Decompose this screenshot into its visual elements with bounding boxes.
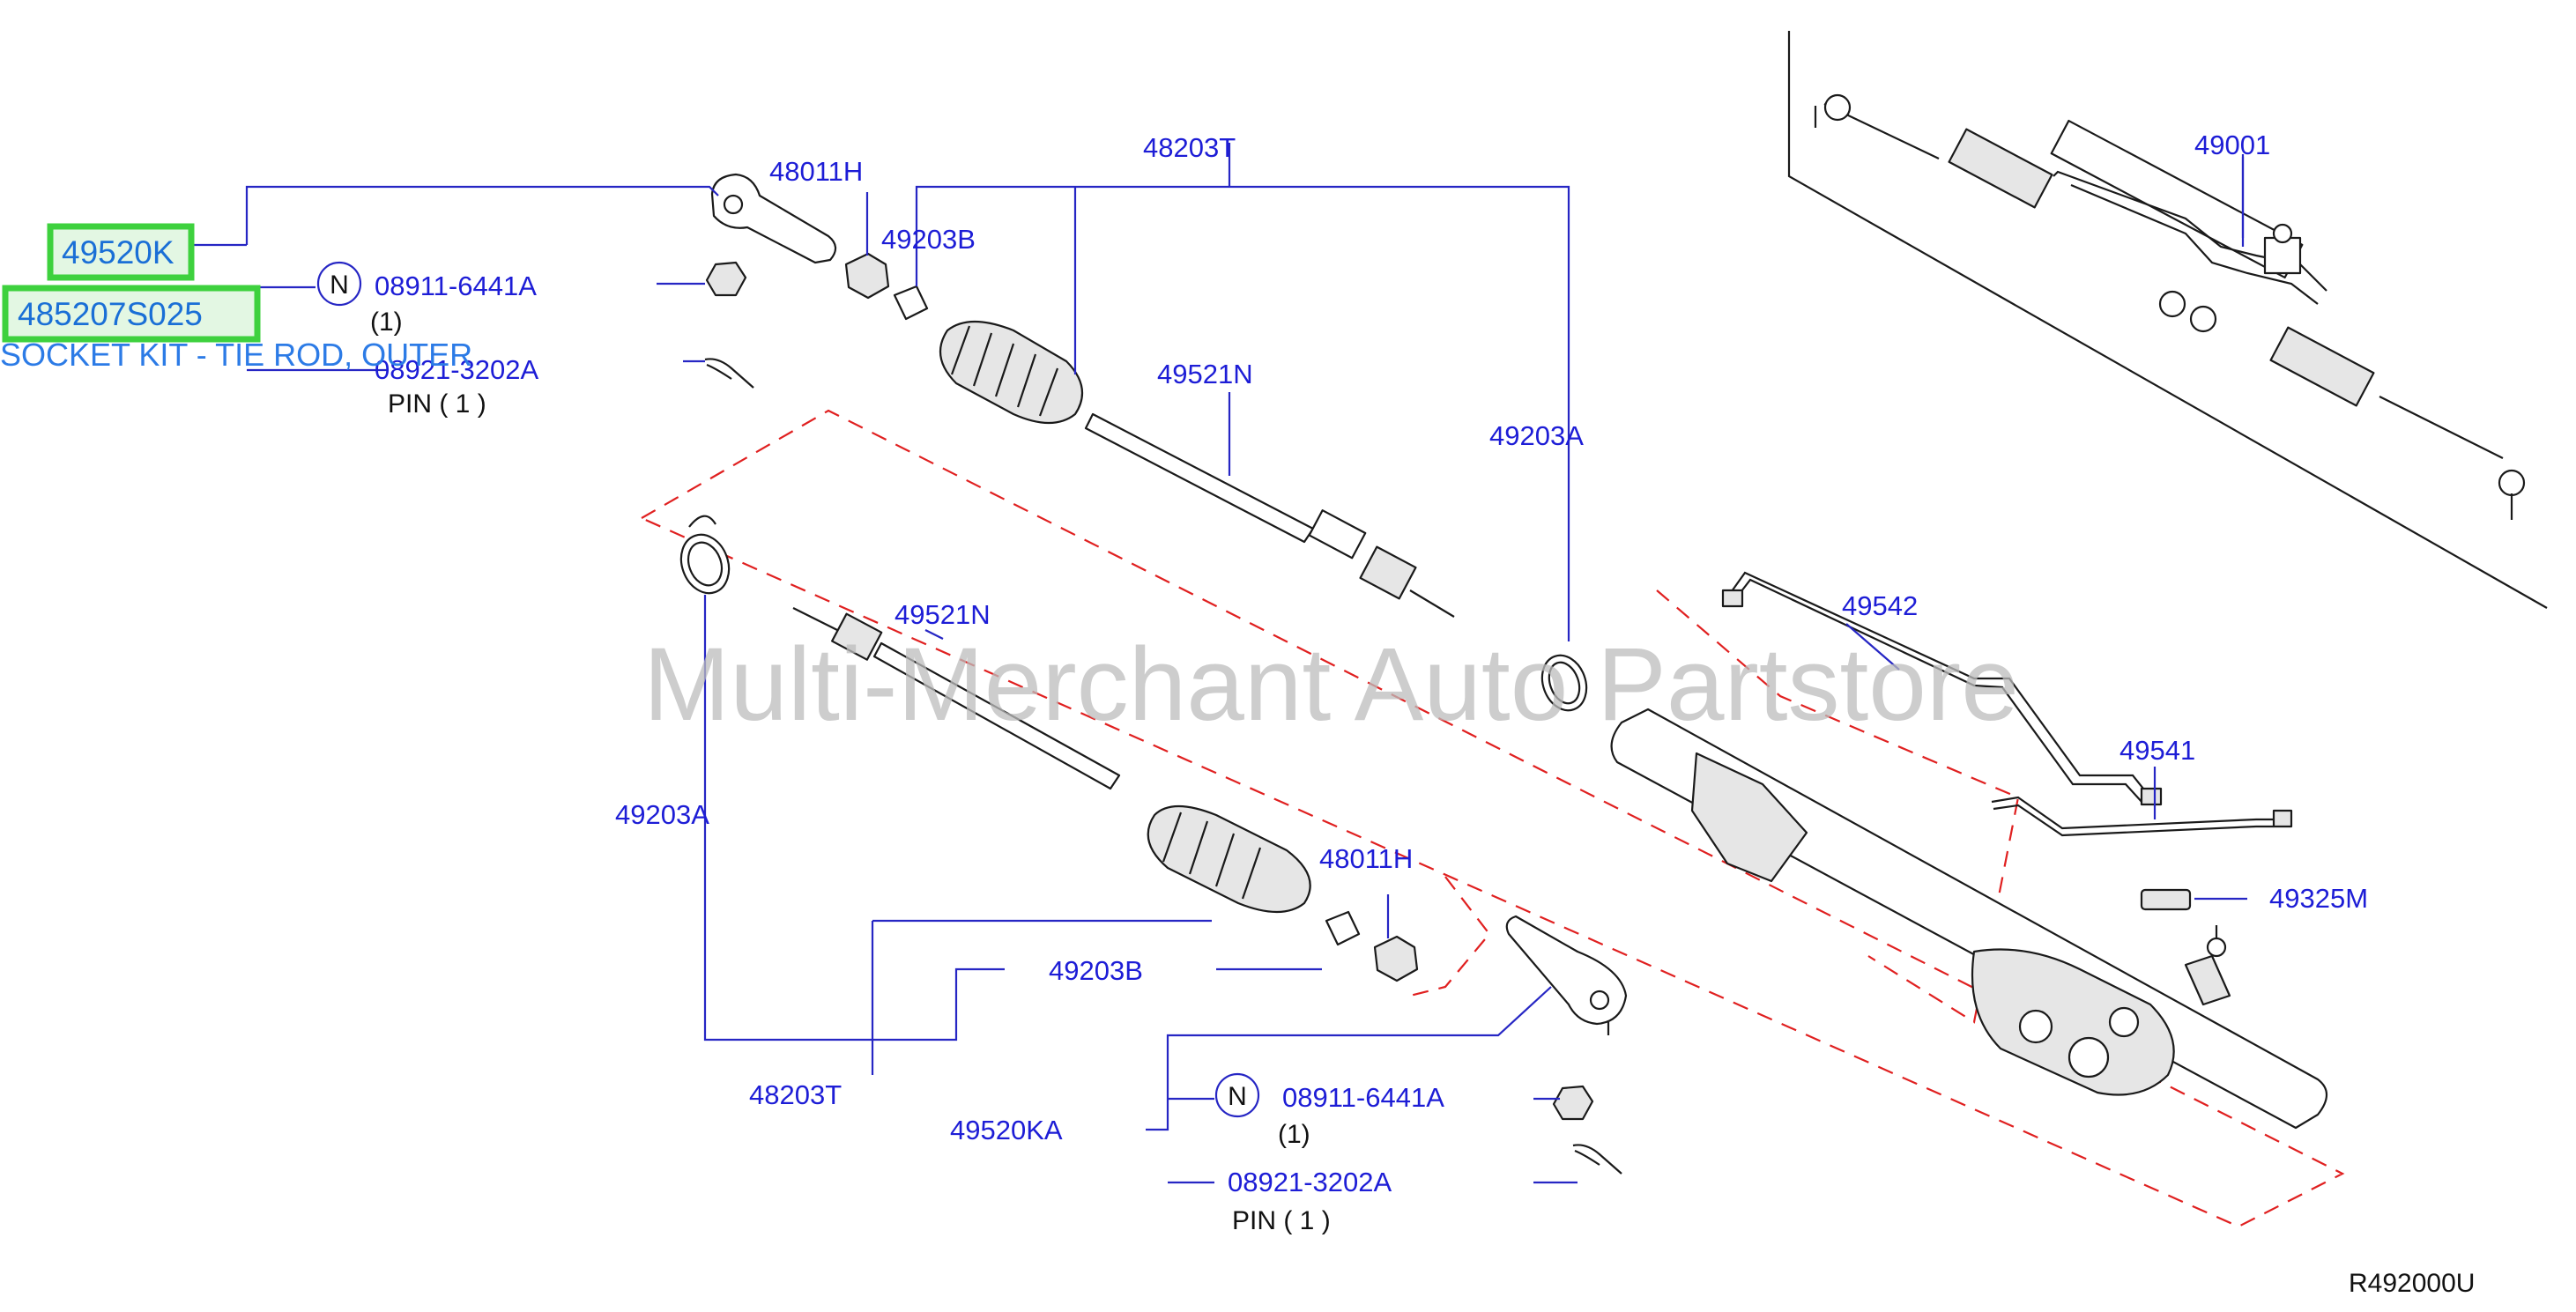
part-label-49203a-right[interactable]: 49203A: [1489, 420, 1584, 451]
rack-housing: [1610, 708, 2328, 1130]
n-symbol-bottom: N: [1228, 1082, 1247, 1111]
part-label-49542[interactable]: 49542: [1842, 590, 1918, 621]
n-symbol-top: N: [330, 271, 349, 300]
part-label-08911-bottom[interactable]: 08911-6441A: [1282, 1082, 1444, 1113]
part-label-49541[interactable]: 49541: [2119, 735, 2195, 766]
clamp-49203a-left: [679, 515, 731, 595]
cotter-pin-top: [704, 358, 754, 389]
boot-mid: [1147, 805, 1311, 914]
inner-tie-rod-mid: [792, 607, 1121, 790]
part-label-48203t-top[interactable]: 48203T: [1143, 132, 1236, 163]
part-label-48011h-top[interactable]: 48011H: [769, 156, 863, 187]
part-label-08921-top[interactable]: 08921-3202A: [375, 354, 538, 385]
part-label-49325m[interactable]: 49325M: [2269, 883, 2368, 914]
diagram-code: R492000U: [2349, 1269, 2475, 1298]
nut-bottom: [1552, 1085, 1594, 1121]
assembly-boundary: [639, 409, 2345, 1228]
highlight-part-number[interactable]: 49520K: [62, 234, 174, 271]
part-label-49203b-bottom[interactable]: 49203B: [1049, 955, 1143, 986]
fitting-49325m: [2140, 888, 2192, 911]
hose-49541: [1991, 796, 2293, 837]
pin-label-top: PIN ( 1 ): [388, 389, 486, 419]
outer-tie-rod-end-top: [710, 173, 837, 264]
tie-rod-end-boundary: [1409, 876, 1491, 997]
clip-49203b-bottom: [1325, 910, 1361, 946]
part-label-49203b-top[interactable]: 49203B: [881, 224, 976, 255]
inner-tie-rod-top: [1084, 412, 1455, 618]
outer-tie-rod-end-bottom: [1505, 915, 1628, 1035]
inset-rack-assembly: [1787, 31, 2548, 609]
qty-label-bottom: (1): [1278, 1120, 1310, 1149]
part-label-08921-bottom[interactable]: 08921-3202A: [1228, 1167, 1392, 1197]
jam-nut-48011h-top: [844, 252, 890, 300]
part-label-49521n-mid[interactable]: 49521N: [895, 599, 991, 630]
n-symbol-bottom-circle: [1214, 1072, 1260, 1118]
nut-top: [705, 261, 747, 297]
pin-label-bottom: PIN ( 1 ): [1232, 1206, 1331, 1235]
qty-label-top: (1): [370, 308, 403, 337]
part-label-49001[interactable]: 49001: [2194, 130, 2270, 160]
highlight-catalog-number-box: [2, 285, 261, 343]
cotter-pin-bottom: [1572, 1144, 1622, 1175]
part-label-48203t-bottom[interactable]: 48203T: [749, 1079, 842, 1110]
highlight-part-number-box: [47, 223, 195, 281]
jam-nut-48011h-bottom: [1373, 935, 1419, 982]
part-label-49520ka[interactable]: 49520KA: [950, 1115, 1063, 1145]
hose-boundary: [1656, 589, 2020, 1024]
highlight-catalog-number[interactable]: 485207S025: [18, 296, 203, 332]
boot-top: [939, 320, 1084, 424]
leader-lines: [189, 143, 2247, 1184]
part-label-48011h-bottom[interactable]: 48011H: [1319, 843, 1413, 874]
part-label-49203a-left[interactable]: 49203A: [615, 799, 709, 830]
watermark: Multi-Merchant Auto Partstore: [643, 626, 2019, 743]
hose-49542: [1721, 571, 2163, 806]
clamp-49203a-right: [1540, 654, 1588, 712]
n-symbol-top-circle: [316, 261, 362, 307]
clip-49203b-top: [893, 285, 929, 321]
highlight-description: SOCKET KIT - TIE ROD, OUTER: [0, 337, 472, 373]
part-label-08911-top[interactable]: 08911-6441A: [375, 271, 537, 301]
part-label-49521n-top[interactable]: 49521N: [1157, 359, 1253, 389]
